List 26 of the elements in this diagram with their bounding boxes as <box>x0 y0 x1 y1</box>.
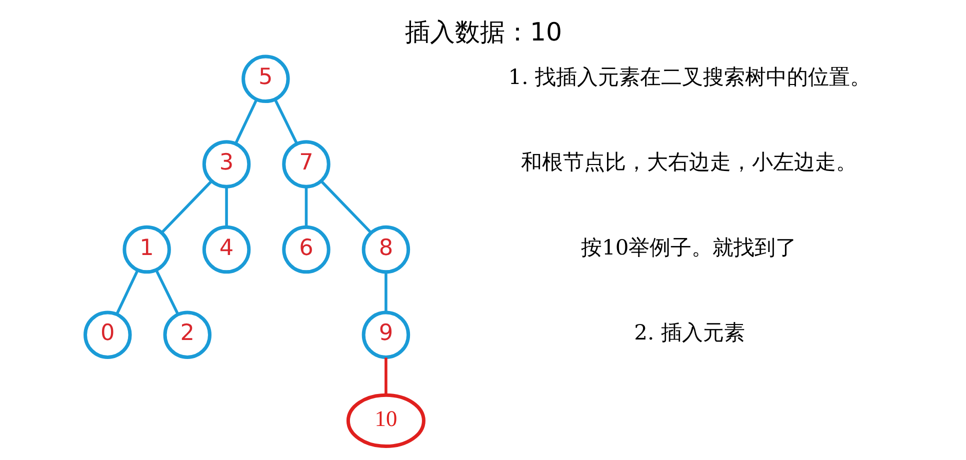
connector <box>384 272 387 312</box>
node-circle: 4 <box>202 224 250 274</box>
node-ellipse: 10 <box>346 392 425 448</box>
node-circle: 6 <box>282 224 330 274</box>
connector <box>160 180 212 234</box>
node-circle: 5 <box>241 54 290 103</box>
connector <box>384 357 387 394</box>
connector <box>273 98 298 144</box>
node-circle: 0 <box>83 310 132 358</box>
node-circle: 3 <box>202 140 250 188</box>
node-circle: 2 <box>162 310 211 358</box>
connector <box>224 186 228 226</box>
label: 按10举例子。就找到了 <box>580 234 796 259</box>
connector <box>304 186 308 226</box>
label: 和根节点比，大右边走，小左边走。 <box>520 150 856 174</box>
node-circle: 7 <box>282 140 330 188</box>
label: 1. 找插入元素在二叉搜索树中的位置。 <box>508 64 870 88</box>
diagram-title: 插入数据：10 <box>404 16 562 46</box>
connector <box>234 98 258 144</box>
connector <box>320 180 372 234</box>
label: 2. 插入元素 <box>634 320 744 344</box>
connector <box>115 268 138 314</box>
node-circle: 1 <box>122 224 170 274</box>
node-circle: 9 <box>361 310 410 358</box>
node-circle: 8 <box>361 224 410 274</box>
connector <box>154 268 179 315</box>
